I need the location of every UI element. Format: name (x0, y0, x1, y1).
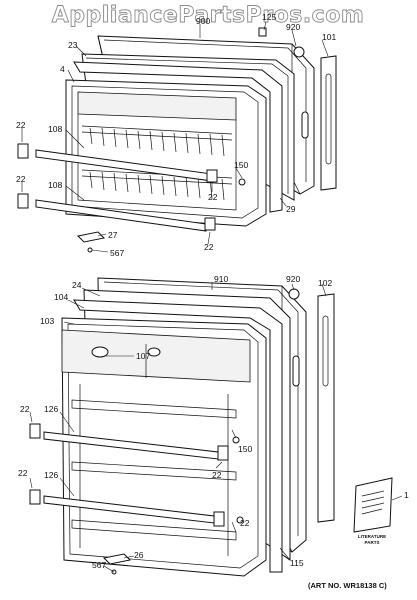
callout-22-fz-right-top: 22 (208, 192, 218, 202)
freezer-handle (320, 55, 337, 191)
callout-22-ff-right-top: 22 (212, 470, 222, 480)
callout-150-top: 150 (234, 160, 248, 170)
fresh-food-hinge-pin (232, 436, 240, 444)
fresh-food-support-right-bottom (213, 511, 225, 527)
callout-104: 104 (54, 292, 68, 302)
callout-567-bottom: 567 (92, 560, 106, 570)
freezer-shelf-bar-bottom (35, 199, 207, 232)
literature-label-line2: PARTS (365, 540, 380, 545)
callout-22-ff-left-bottom: 22 (18, 468, 28, 478)
freezer-support-right-top (206, 169, 218, 183)
freezer-support-left-top (17, 143, 29, 159)
callout-920-top: 920 (286, 22, 300, 32)
fresh-food-door-gasket (73, 299, 283, 573)
callout-22-fz-right-bottom: 22 (204, 242, 214, 252)
callout-101: 101 (322, 32, 336, 42)
callout-115: 115 (290, 558, 304, 568)
fresh-food-support-right-top (217, 445, 229, 461)
callout-126-bottom: 126 (44, 470, 58, 480)
callout-567-top: 567 (110, 248, 124, 258)
callout-108-top: 108 (48, 124, 62, 134)
callout-920-bottom: 920 (286, 274, 300, 284)
fresh-food-handle (317, 293, 335, 523)
freezer-screw (87, 247, 93, 253)
freezer-support-right-bottom (204, 217, 216, 231)
callout-26: 26 (134, 550, 144, 560)
literature-booklet (353, 477, 393, 533)
fresh-food-support-left-bottom (29, 489, 41, 505)
callout-150-bottom: 150 (238, 444, 252, 454)
fresh-food-support-left-top (29, 423, 41, 439)
callout-125: 125 (262, 12, 276, 22)
callout-107: 107 (136, 351, 150, 361)
freezer-door-group (17, 27, 337, 253)
callout-4: 4 (60, 64, 65, 74)
site-watermark: AppliancePartsPros.com (52, 3, 365, 28)
freezer-support-left-bottom (17, 193, 29, 209)
callout-1: 1 (404, 490, 409, 500)
callout-23: 23 (68, 40, 78, 50)
freezer-plug (293, 46, 305, 58)
callout-910: 910 (214, 274, 228, 284)
callout-27: 27 (108, 230, 118, 240)
freezer-dairy-cover-part (258, 27, 267, 37)
freezer-door-stop (76, 231, 106, 243)
fresh-food-door-slot (292, 355, 300, 387)
callout-29: 29 (286, 204, 296, 214)
literature-label-line1: LITERATURE (358, 534, 386, 539)
fresh-food-door-group (29, 277, 393, 577)
fresh-food-door-stop (102, 553, 132, 565)
callout-22-fz-left-top: 22 (16, 120, 26, 130)
fresh-food-plug (288, 288, 300, 300)
art-number: (ART NO. WR18138 C) (308, 581, 387, 590)
callout-126-top: 126 (44, 404, 58, 414)
freezer-door-gasket (73, 61, 283, 213)
freezer-door-slot (301, 111, 309, 139)
callout-22-fz-left-bottom: 22 (16, 174, 26, 184)
callout-900: 900 (196, 16, 210, 26)
freezer-hinge-pin (238, 178, 246, 186)
callout-22-ff-right-bottom: 22 (240, 518, 250, 528)
callout-103: 103 (40, 316, 54, 326)
callout-24: 24 (72, 280, 82, 290)
callout-102: 102 (318, 278, 332, 288)
callout-22-ff-left-top: 22 (20, 404, 30, 414)
fresh-food-dairy-knob (91, 346, 109, 358)
callout-108-bottom: 108 (48, 180, 62, 190)
